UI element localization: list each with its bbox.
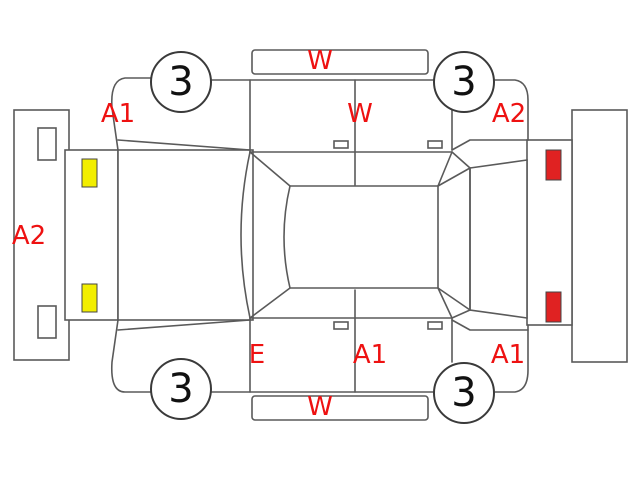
front-bumper[interactable]: [571, 109, 628, 363]
wheel-rating: 3: [451, 59, 476, 105]
code-rear-quarter-left: A1: [101, 99, 135, 129]
top-strip[interactable]: [251, 49, 429, 75]
code-front-door-right: E: [249, 340, 265, 370]
front-lamp-top: [545, 149, 562, 181]
wheel-front-left[interactable]: 3: [433, 51, 495, 113]
code-front-fender-left: A2: [492, 99, 526, 129]
wheel-rating: 3: [451, 370, 476, 416]
wheel-rating: 3: [168, 59, 193, 105]
body-side-bottom[interactable]: [110, 289, 529, 393]
wheel-rating: 3: [168, 366, 193, 412]
body-side-top[interactable]: [110, 77, 529, 186]
wheel-front-right[interactable]: 3: [433, 362, 495, 424]
wheel-rear-left[interactable]: 3: [150, 51, 212, 113]
code-rear-bumper: A2: [12, 221, 46, 251]
rear-lamp-top: [81, 158, 98, 188]
code-front-fender-right: A1: [491, 340, 525, 370]
rear-bumper[interactable]: [13, 109, 70, 361]
trunk-panel[interactable]: [64, 149, 254, 321]
code-roof-top: W: [307, 46, 333, 76]
roof-cabin[interactable]: [240, 151, 471, 319]
code-rear-door-left: W: [347, 99, 373, 129]
front-lamp-bottom: [545, 291, 562, 323]
code-sill-bottom: W: [307, 392, 333, 422]
wheel-rear-right[interactable]: 3: [150, 358, 212, 420]
code-rear-door-right: A1: [353, 340, 387, 370]
rear-lamp-bottom: [81, 283, 98, 313]
bottom-strip[interactable]: [251, 395, 429, 421]
